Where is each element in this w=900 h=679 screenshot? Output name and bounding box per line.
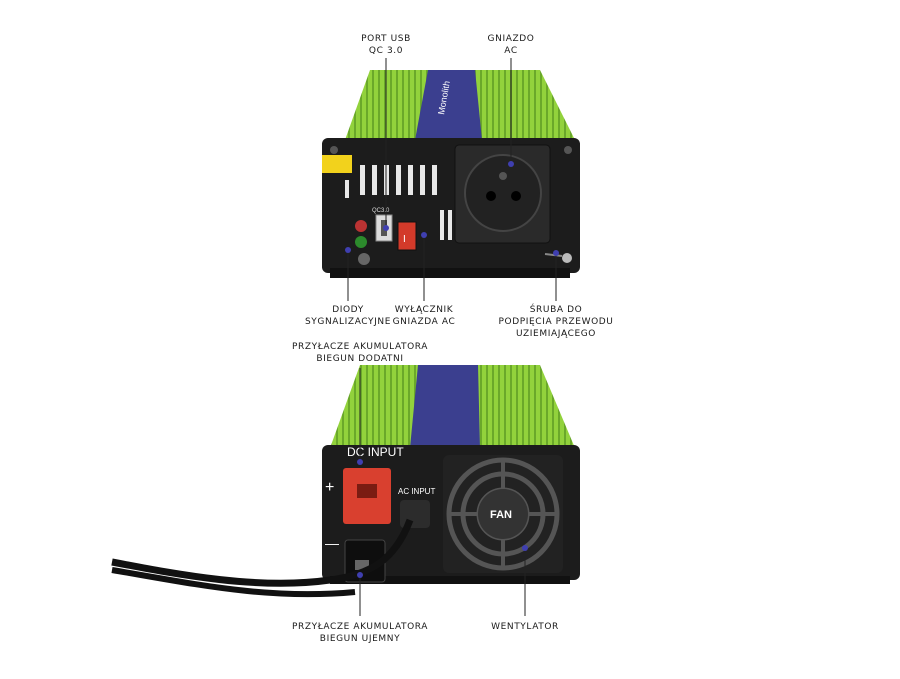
ac-input-socket [400,500,430,528]
led-red [355,220,367,232]
inverter-front-view: Monolith QC3.0 I [322,70,580,278]
ac-socket [464,154,542,232]
warning-sticker [322,155,352,173]
qc-small-label: QC3.0 [372,208,390,214]
callout-diodes: DIODY SYGNALIZACYJNE [304,305,391,327]
purple-band-bottom [410,365,480,448]
ac-switch [397,221,417,251]
ground-screw [562,253,572,263]
power-cable [111,518,414,587]
minus-sign: — [325,535,339,551]
plus-sign: + [325,479,334,496]
dc-input-text: DC INPUT [347,445,404,459]
svg-text:I: I [403,234,406,245]
callout-battery-negative: PRZYŁACZE AKUMULATORA BIEGUN UJEMNY [291,622,429,644]
callout-fan: WENTYLATOR [491,622,559,632]
callout-lines [347,58,557,616]
led-green [355,236,367,248]
callout-ac-switch: WYŁĄCZNIK GNIAZDA AC [392,305,456,327]
ac-input-text: AC INPUT [398,487,435,496]
front-vents [345,165,452,240]
fan-text: FAN [490,509,512,521]
inverter-rear-view: FAN DC INPUT AC INPUT + — [111,365,580,598]
callout-dots [345,161,559,578]
callout-battery-positive: PRZYŁACZE AKUMULATORA BIEGUN DODATNI [291,342,429,364]
callout-usb-port: PORT USB QC 3.0 [361,34,411,56]
purple-band-top [415,70,482,140]
callout-ground-screw: ŚRUBA DO PODPIĘCIA PRZEWODU UZIEMIAJĄCEG… [498,305,614,339]
callout-ac-socket: GNIAZDO AC [487,34,535,56]
